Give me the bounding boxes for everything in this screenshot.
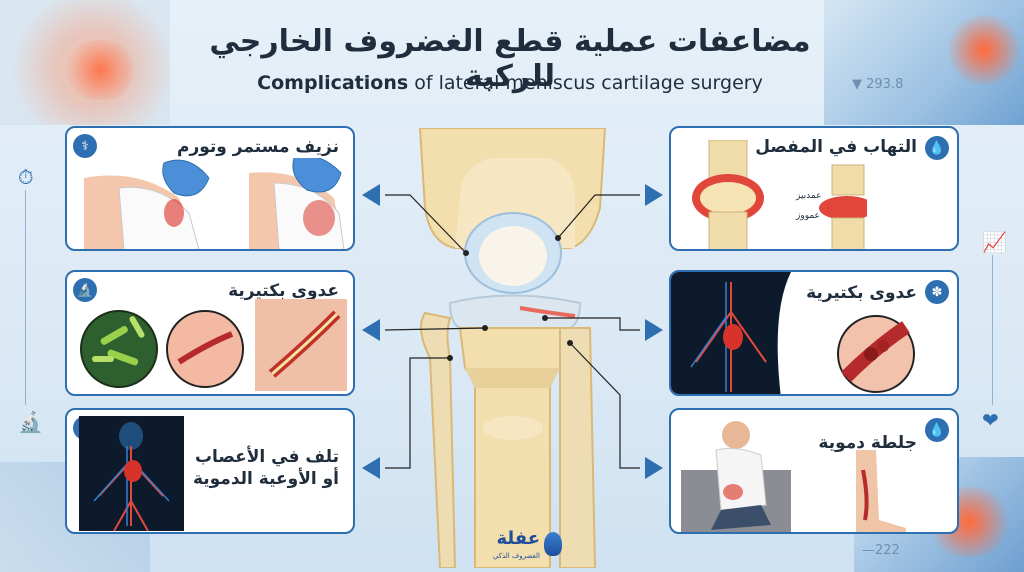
microscope-icon: 🔬 [73,278,97,302]
card-label: عدوى بكتيرية [228,281,339,301]
leg-pain-images [681,421,906,532]
hud-bottom-value: —222 [862,543,900,558]
tag-label-2: عمووز [796,211,820,221]
arrow-left-mid [362,319,380,341]
label-line-1: تلف في الأعصاب [194,447,339,467]
pulse-chart-icon: 📈 [982,230,1007,254]
tag-label-1: عمدبيز [796,191,822,201]
corner-knee-photo [0,0,170,125]
label-line-2: أو الأوعية الدموية [192,469,339,490]
card-label: التهاب في المفصل [755,137,917,157]
head-silhouette-icon [544,532,562,556]
knee-anatomy-illustration [418,128,607,568]
bacteria-wound-images [80,299,347,391]
drop-icon: 💧 [925,418,949,442]
clock-icon: ⏱ [18,165,34,189]
drop-icon: 💧 [925,136,949,160]
card-label: تلف في الأعصاب أو الأوعية الدموية [193,446,339,490]
arrow-left-bottom [362,457,380,479]
title-en-rest: of lateral meniscus cartilage surgery [408,72,763,94]
card-bleeding-swelling: ⚕ نزيف مستمر وتورم [65,126,355,251]
hud-top-value: ▼ 293.8 [852,77,904,92]
bandaged-knee-images [84,158,345,249]
brand-logo: عفلة الغضروف الذكي [472,528,562,568]
arrow-right-mid [645,319,663,341]
card-blood-clot: 💧 جلطة دموية [669,408,959,534]
microscope-icon: 🔬 [18,410,43,434]
card-label: جلطة دموية [818,433,917,453]
side-line-right [992,255,993,405]
stethoscope-icon: ⚕ [73,134,97,158]
card-label: عدوى بكتيرية [806,283,917,303]
arrow-left-top [362,184,380,206]
card-bacterial-infection-right: ✽ عدوى بكتيرية [669,270,959,396]
title-en-bold: Complications [257,72,409,94]
bug-icon: ✽ [925,280,949,304]
logo-name: عفلة [496,528,540,549]
pain-glow [60,40,140,100]
logo-tagline: الغضروف الذكي [492,552,540,560]
inflamed-joint-images [692,140,867,249]
arrow-right-bottom [645,457,663,479]
page-title-arabic: مضاعفات عملية قطع الغضروف الخارجي للركبة [209,24,811,94]
knee-glow [944,15,1024,85]
card-bacterial-infection-left: 🔬 عدوى بكتيرية [65,270,355,396]
card-joint-inflammation: 💧 التهاب في المفصل عمدبيز عمووز [669,126,959,251]
circulatory-system-image [79,416,184,531]
infection-vessel-images [671,272,915,394]
arrow-right-top [645,184,663,206]
corner-xray-knee [824,0,1024,125]
page-title-english: Complications of lateral meniscus cartil… [160,72,860,94]
card-nerve-vessel-damage: ✺ تلف في الأعصاب أو الأوعية الدموية [65,408,355,534]
card-label: نزيف مستمر وتورم [176,137,339,157]
heartbeat-icon: ❤ [982,408,999,432]
side-line-left [25,190,26,405]
